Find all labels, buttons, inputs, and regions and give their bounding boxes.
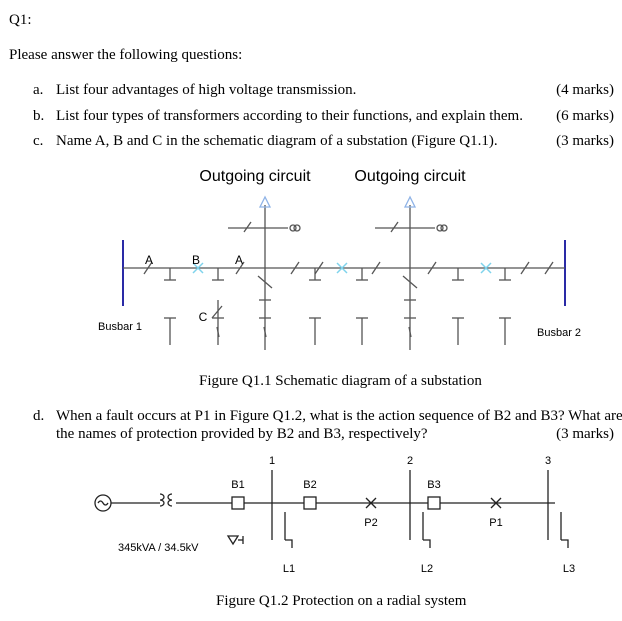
main-chain (123, 261, 565, 275)
item-a-marks: (4 marks) (556, 82, 614, 98)
item-a-letter: a. (33, 82, 44, 98)
transformer-rating: 345kVA / 34.5kV (118, 542, 199, 554)
figure-q1-2-caption: Figure Q1.2 Protection on a radial syste… (216, 593, 467, 609)
busbar-1-label: Busbar 1 (98, 321, 142, 333)
outgoing-arrow-left (258, 195, 272, 208)
bus-number-3: 3 (545, 455, 551, 467)
load-l1-label: L1 (283, 563, 295, 575)
label-a-left: A (145, 253, 153, 267)
outgoing-feeder-left (228, 205, 301, 249)
outgoing-circuit-left-label: Outgoing circuit (199, 168, 311, 185)
bus-number-2: 2 (407, 455, 413, 467)
breaker-b1-label: B1 (231, 479, 244, 491)
outgoing-arrow-right (403, 195, 417, 208)
vertical-branches (164, 249, 511, 350)
item-c-marks: (3 marks) (556, 133, 614, 149)
breaker-b2-label: B2 (303, 479, 316, 491)
question-title: Q1: (9, 12, 32, 28)
bus-number-1: 1 (269, 455, 275, 467)
breaker-crosses (192, 262, 492, 274)
item-c-letter: c. (33, 133, 44, 149)
radial-system (94, 470, 569, 548)
item-b-letter: b. (33, 108, 45, 124)
item-b-text: List four types of transformers accordin… (56, 108, 523, 124)
outgoing-circuit-right-label: Outgoing circuit (354, 168, 466, 185)
outgoing-feeder-right (375, 205, 448, 249)
load-l3-label: L3 (563, 563, 575, 575)
label-a-right: A (235, 253, 243, 267)
breaker-b3-label: B3 (427, 479, 440, 491)
fault-p2-label: P2 (364, 517, 377, 529)
item-d-line1: When a fault occurs at P1 in Figure Q1.2… (56, 408, 622, 424)
item-d-marks: (3 marks) (556, 426, 614, 442)
item-d-line2: the names of protection provided by B2 a… (56, 426, 428, 442)
figure-q1-1-caption: Figure Q1.1 Schematic diagram of a subst… (199, 373, 482, 389)
busbar-2-label: Busbar 2 (537, 327, 581, 339)
load-l2-label: L2 (421, 563, 433, 575)
item-c-text: Name A, B and C in the schematic diagram… (56, 133, 498, 149)
label-b: B (192, 253, 200, 267)
fault-p1-label: P1 (489, 517, 502, 529)
item-d-letter: d. (33, 408, 45, 424)
item-a-text: List four advantages of high voltage tra… (56, 82, 357, 98)
item-b-marks: (6 marks) (556, 108, 614, 124)
label-c: C (199, 310, 208, 324)
question-intro: Please answer the following questions: (9, 47, 243, 63)
